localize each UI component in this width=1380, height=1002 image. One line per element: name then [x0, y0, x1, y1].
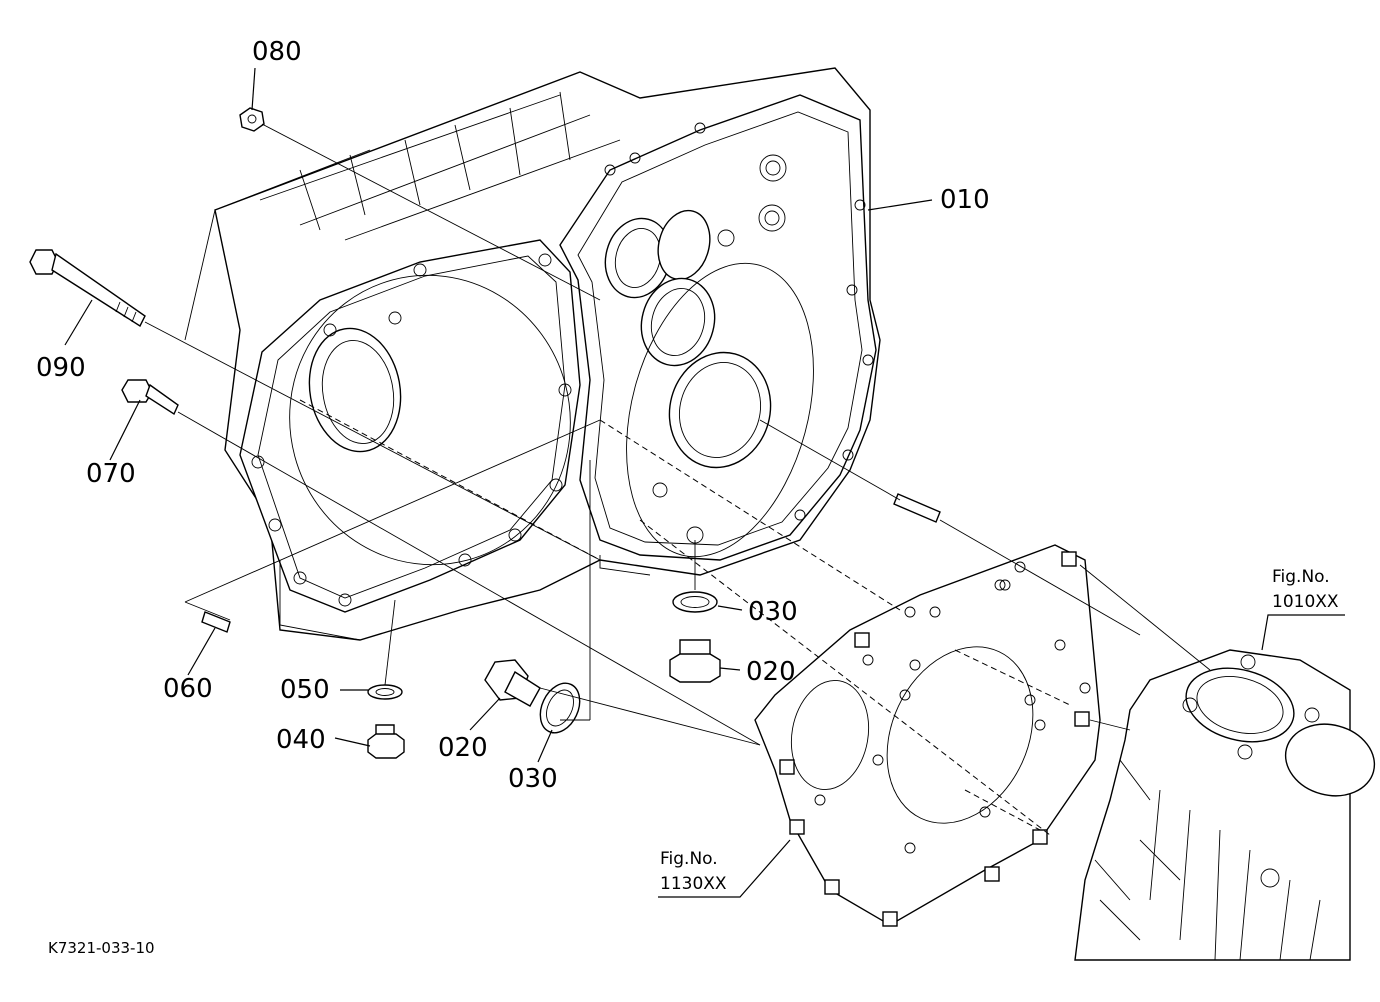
o-ring-030-right	[672, 591, 718, 613]
label-010: 010	[940, 185, 990, 215]
adapter-plate	[754, 544, 1101, 927]
o-ring-030-left	[539, 682, 581, 734]
label-020-right: 020	[746, 657, 796, 687]
engine-block	[1074, 649, 1376, 961]
fig-ref-1010-line1: Fig.No.	[1272, 567, 1330, 587]
label-050: 050	[280, 675, 330, 705]
flywheel-housing	[214, 67, 881, 641]
fig-ref-1130-line1: Fig.No.	[660, 849, 718, 869]
label-070: 070	[86, 459, 136, 489]
label-060: 060	[163, 674, 213, 704]
figure-references: Fig.No. 1010XX Fig.No. 1130XX	[660, 567, 1339, 894]
long-bolt-090	[29, 249, 146, 328]
label-040: 040	[276, 725, 326, 755]
callout-leaders	[64, 67, 1345, 898]
dowel-pin-060	[201, 611, 231, 633]
label-080: 080	[252, 37, 302, 67]
drawing-code: K7321-033-10	[48, 939, 155, 957]
drain-plug-040	[367, 724, 405, 759]
fig-ref-1010-line2: 1010XX	[1272, 592, 1339, 612]
label-020-left: 020	[438, 733, 488, 763]
plug-020-left	[484, 659, 541, 707]
plug-020-right	[669, 639, 721, 683]
label-090: 090	[36, 353, 86, 383]
bolt-070	[121, 379, 179, 416]
stud	[893, 493, 941, 523]
label-030-left: 030	[508, 764, 558, 794]
nut-080	[239, 107, 265, 132]
washer-050	[367, 684, 403, 700]
assembly-lines	[144, 123, 1211, 836]
fig-ref-1130-line2: 1130XX	[660, 874, 727, 894]
part-labels: 080 010 090 070 060 050 040 020 030 030 …	[36, 37, 990, 794]
label-030-right: 030	[748, 597, 798, 627]
